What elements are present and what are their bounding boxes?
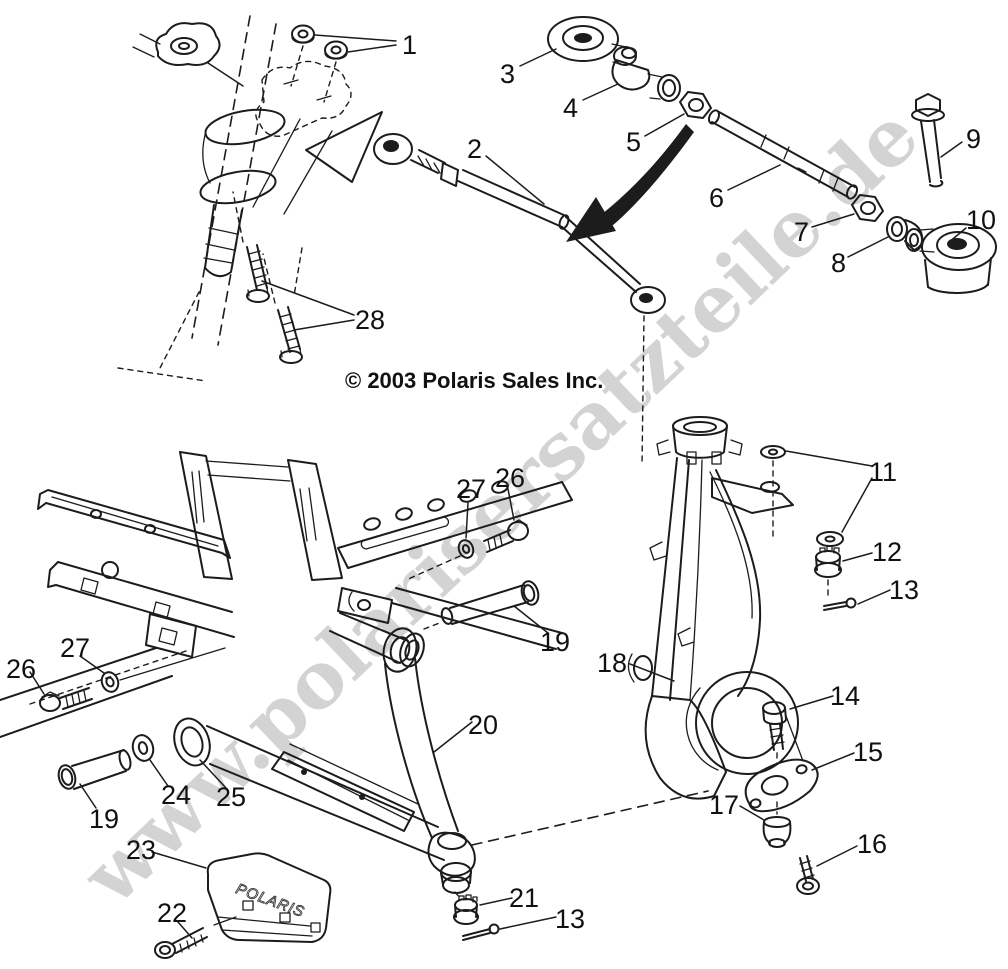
pivot-shaft-center-drawing <box>423 580 549 634</box>
callout-13a: 13 <box>889 575 919 605</box>
callout-9: 9 <box>966 124 981 154</box>
a-arm-guard-drawing <box>151 851 332 959</box>
pivot-shaft-left-drawing <box>57 734 169 809</box>
a-arm-drawing <box>173 627 476 894</box>
callout-27b: 27 <box>60 633 90 663</box>
callout-26b: 26 <box>6 654 36 684</box>
rotation-arrow <box>566 124 694 242</box>
callout-8: 8 <box>831 248 846 278</box>
bolt-washer-center-drawing <box>405 488 529 581</box>
callout-15: 15 <box>853 737 883 767</box>
tie-rod-parts-drawing <box>519 16 997 294</box>
callout-3: 3 <box>500 59 515 89</box>
callout-21: 21 <box>509 883 539 913</box>
callout-labels: 1 2 3 4 5 6 7 8 9 10 11 12 13 14 15 16 1… <box>6 30 996 934</box>
callout-5: 5 <box>626 127 641 157</box>
callout-12: 12 <box>872 537 902 567</box>
callout-22: 22 <box>157 898 187 928</box>
callout-27a: 27 <box>456 474 486 504</box>
callout-4: 4 <box>563 93 578 123</box>
callout-6: 6 <box>709 183 724 213</box>
handlebar-clamp-drawing <box>132 22 244 87</box>
steering-knuckle-drawing <box>471 416 891 895</box>
callout-7: 7 <box>794 217 809 247</box>
callout-1: 1 <box>402 30 417 60</box>
callout-17: 17 <box>709 790 739 820</box>
diagram-line-art <box>0 15 997 959</box>
callout-24: 24 <box>161 780 191 810</box>
callout-19a: 19 <box>540 627 570 657</box>
frame-drawing <box>0 451 573 738</box>
callout-20: 20 <box>468 710 498 740</box>
callout-19b: 19 <box>89 804 119 834</box>
callout-10: 10 <box>966 205 996 235</box>
callout-28: 28 <box>355 305 385 335</box>
callout-13b: 13 <box>555 904 585 934</box>
mount-bolts-drawing <box>232 191 355 364</box>
callout-2: 2 <box>467 134 482 164</box>
steering-column-drawing <box>117 15 383 382</box>
flange-nuts-drawing <box>283 24 397 103</box>
callout-25: 25 <box>216 782 246 812</box>
bolt-washer-left-drawing <box>29 655 120 712</box>
castle-nut-cotter-drawing <box>453 891 557 941</box>
callout-16: 16 <box>857 829 887 859</box>
copyright-text: © 2003 Polaris Sales Inc. <box>345 368 603 393</box>
callout-11: 11 <box>869 457 897 487</box>
callout-23: 23 <box>126 835 156 865</box>
callout-18: 18 <box>597 648 627 678</box>
callout-26a: 26 <box>495 463 525 493</box>
callout-14: 14 <box>830 681 860 711</box>
